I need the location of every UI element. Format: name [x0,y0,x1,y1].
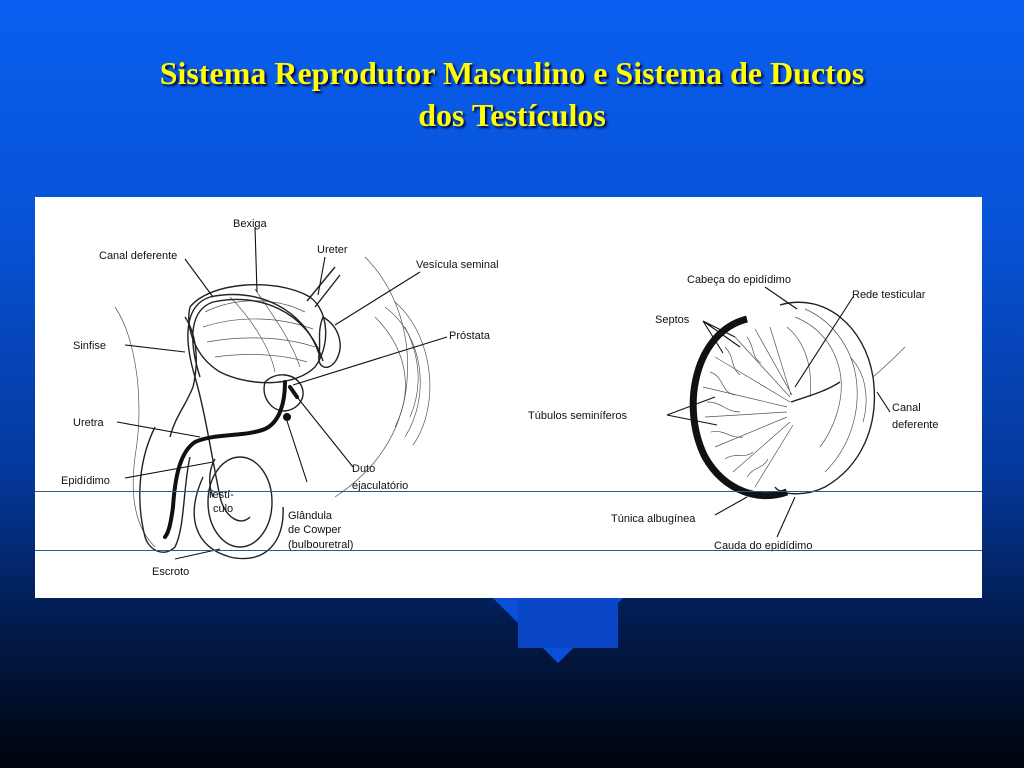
male-reproductive-system-diagram: Bexiga Ureter Canal deferente Vesícula s… [61,218,499,578]
symphysis-shape [169,316,197,438]
label-epididimo: Epidídimo [61,475,110,487]
label-bexiga: Bexiga [233,218,268,230]
ureter-shape [306,266,341,308]
leader-septos [702,320,741,354]
leader-uretra [116,421,201,438]
septa-lines [702,326,794,488]
slide-title-line-1: Sistema Reprodutor Masculino e Sistema d… [159,55,865,91]
label-testiculo-1: Testí- [207,489,234,501]
label-uretra: Uretra [73,417,104,429]
label-glandula-3: (bulbouretral) [288,539,353,551]
anatomy-illustration: Bexiga Ureter Canal deferente Vesícula s… [61,218,938,578]
urethra-shape [163,380,287,539]
body-outline-anterior [114,306,156,548]
leader-bexiga [254,226,258,293]
horizontal-rule-lower [35,550,982,551]
label-testiculo-2: culo [213,503,233,515]
leader-tunica [714,496,748,516]
testis-shape [207,456,273,548]
label-canal-2: deferente [892,419,938,431]
ejaculatory-duct-shape [288,385,299,399]
horizontal-rule-upper [35,491,982,492]
label-duto-1: Duto [352,463,375,475]
label-sinfise: Sinfise [73,340,106,352]
rectum-wall [404,326,419,418]
label-canal-1: Canal [892,402,921,414]
body-outline-posterior [334,256,408,498]
leader-sinfise [124,344,186,353]
epididymis-outline [774,301,876,495]
label-vesicula-seminal: Vesícula seminal [416,259,499,271]
vas-deferens-right [872,346,906,378]
seminal-vesicle-shape [318,315,341,369]
slide-title-line-2: dos Testículos [418,97,606,133]
leader-ureter [317,256,326,296]
vas-deferens-shape [187,293,321,522]
leader-duto [296,396,354,468]
leader-prostata [292,336,448,386]
leader-epididimo [124,461,214,479]
leader-glandula [286,420,308,483]
decorative-diamond-base [518,598,618,648]
cowper-gland-shape [283,413,291,421]
bladder-shape [188,283,327,384]
label-tunica-albuginea: Túnica albugínea [611,513,696,525]
testis-section-diagram: Cabeça do epidídimo Rede testicular Sept… [528,274,938,552]
label-glandula-2: de Cowper [288,524,342,536]
scrotum-shape [193,476,284,560]
leader-cauda [776,496,796,538]
label-septos: Septos [655,314,690,326]
label-rede-testicular: Rede testicular [852,289,926,301]
rete-testis-shape [790,381,841,403]
label-cauda-epididimo: Cauda do epidídimo [714,540,812,552]
tunica-albuginea-shape [689,315,789,500]
seminiferous-tubule-coils [706,336,769,478]
label-tubulos-seminiferos: Túbulos seminíferos [528,410,628,422]
label-cabeca-epididimo: Cabeça do epidídimo [687,274,791,286]
vas-deferens-outer [192,298,324,378]
label-ureter: Ureter [317,244,348,256]
leader-cabeca [764,286,798,310]
leader-tubulos [666,396,718,426]
leader-vesicula-seminal [334,271,421,326]
slide-title: Sistema Reprodutor Masculino e Sistema d… [0,52,1024,136]
label-prostata: Próstata [449,330,491,342]
label-escroto: Escroto [152,566,189,578]
leader-canal-deferente [184,258,214,298]
epididymis-shape [208,458,216,498]
leader-rede [794,296,854,388]
epididymis-coils [786,308,867,473]
leader-canal [876,391,891,413]
label-canal-deferente: Canal deferente [99,250,177,262]
label-glandula-1: Glândula [288,510,333,522]
rectum-folds [374,301,431,446]
label-duto-2: ejaculatório [352,480,408,492]
anatomy-figure: Bexiga Ureter Canal deferente Vesícula s… [35,197,982,598]
